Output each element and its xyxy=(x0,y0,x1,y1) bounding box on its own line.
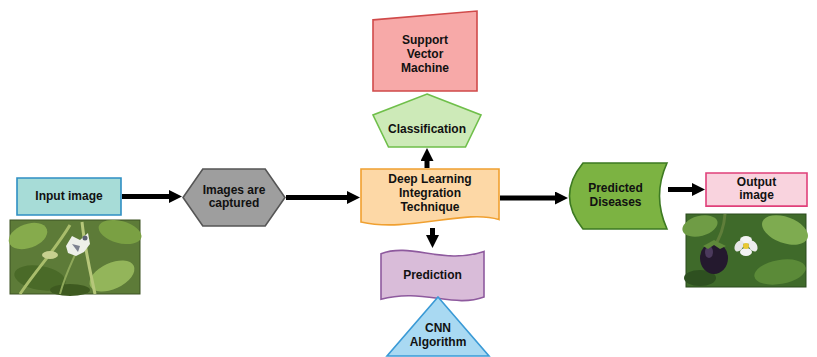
eggplant-photo xyxy=(680,210,812,289)
pentagon-box-outline xyxy=(372,93,482,148)
stored-data-box: Predicted Diseases xyxy=(568,162,668,230)
text-area: Prediction xyxy=(388,257,476,295)
disease-spot xyxy=(66,233,90,256)
stem xyxy=(82,222,95,294)
outline-path xyxy=(381,250,484,300)
leaf xyxy=(680,212,720,241)
calyx xyxy=(703,240,726,249)
text-area: Predicted Diseases xyxy=(578,167,653,224)
flow-arrow xyxy=(668,187,692,192)
node-label: Input image xyxy=(21,190,116,204)
node-label: Classification xyxy=(383,123,471,137)
pentagon-box: Classification xyxy=(372,93,482,148)
node-label: Prediction xyxy=(388,269,476,283)
manual-input-box: Support Vector Machine xyxy=(372,10,478,92)
text-area: Support Vector Machine xyxy=(385,22,466,88)
diseased-plant-photo xyxy=(5,216,144,298)
flower xyxy=(733,236,760,256)
leaf xyxy=(50,284,90,296)
outline-path xyxy=(17,178,121,215)
node-label: Images are captured xyxy=(198,184,271,212)
leaf xyxy=(5,218,51,254)
text-area: Input image xyxy=(21,179,116,214)
text-area: Images are captured xyxy=(198,174,271,221)
leaf xyxy=(96,216,144,249)
node-label: Output image xyxy=(728,176,786,204)
text-area: Output image xyxy=(728,174,786,206)
triangle-box: CNN Algorithm xyxy=(386,296,490,357)
petal xyxy=(740,248,752,256)
outline-path xyxy=(387,297,489,356)
text-area: Deep Learning Integration Technique xyxy=(370,171,490,217)
tape-box: Prediction xyxy=(380,248,485,305)
node-label: CNN Algorithm xyxy=(409,322,467,350)
document-box: Deep Learning Integration Technique xyxy=(360,168,500,228)
outline-path xyxy=(183,169,285,226)
node-label: Predicted Diseases xyxy=(578,182,653,210)
leaf xyxy=(758,210,812,251)
leaf xyxy=(752,256,807,289)
output-box: Output image xyxy=(705,172,808,207)
flow-arrow xyxy=(430,228,435,235)
outline-path xyxy=(706,173,807,206)
disease-spot xyxy=(83,236,88,241)
node-label: Deep Learning Integration Technique xyxy=(370,173,490,214)
outline-path xyxy=(373,94,481,147)
flow-arrow xyxy=(500,196,555,201)
flow-arrow xyxy=(286,195,347,200)
node-label: Support Vector Machine xyxy=(385,34,466,75)
flower-center xyxy=(743,243,749,249)
outline-path xyxy=(361,169,499,225)
process-hexagon: Images are captured xyxy=(182,168,286,227)
input-box: Input image xyxy=(16,177,122,216)
flow-arrow xyxy=(425,161,430,168)
stem xyxy=(716,214,725,244)
outline-path xyxy=(570,163,668,229)
text-area: Classification xyxy=(383,114,471,145)
flow-arrow xyxy=(122,194,169,199)
disease-spot xyxy=(72,244,80,252)
leaf xyxy=(42,251,58,259)
outline-path xyxy=(373,11,477,91)
text-area: CNN Algorithm xyxy=(409,316,467,357)
